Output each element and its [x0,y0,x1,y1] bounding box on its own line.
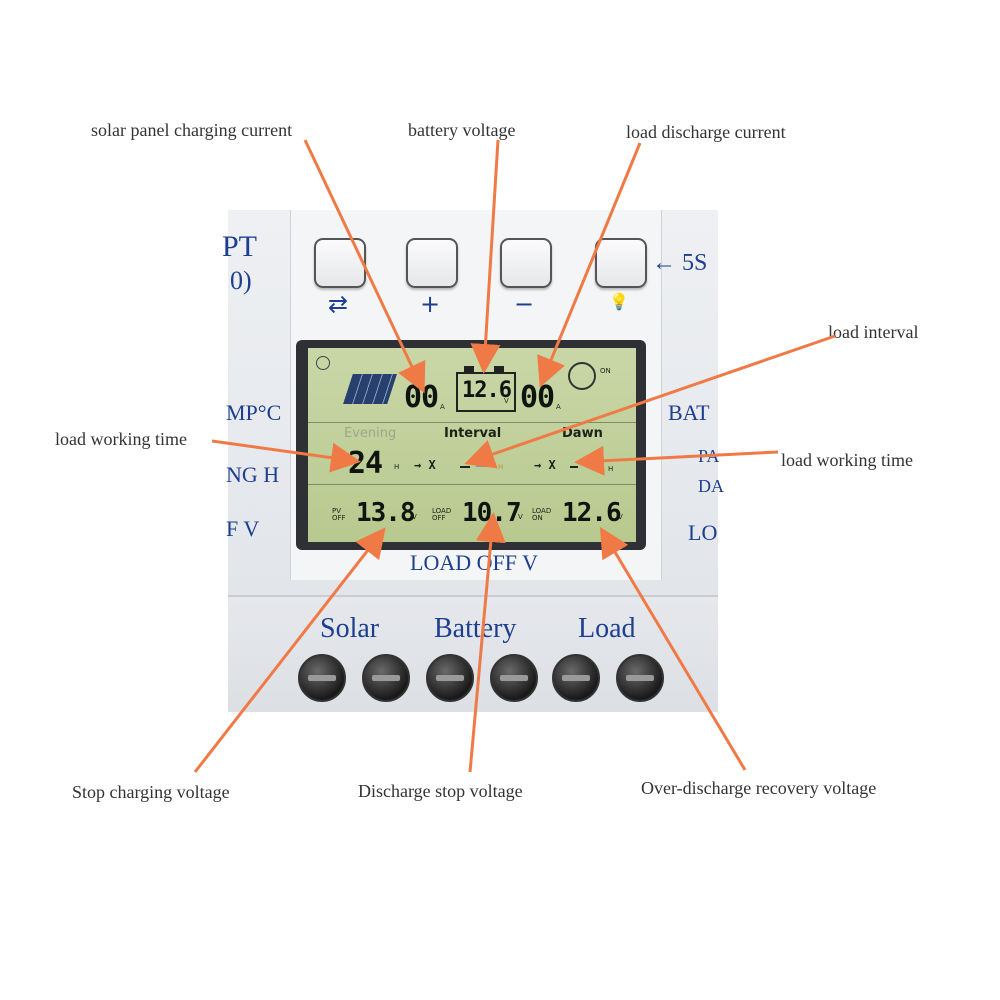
battery-voltage-value: 12.6 [462,378,512,403]
dawn-x-mark: → X [534,458,556,472]
pv-off-label: PV OFF [332,507,346,522]
battery-terminal-1 [426,654,474,702]
callout-solar-current: solar panel charging current [91,120,293,140]
arrow-stop-charging [193,527,386,773]
battery-terminal-2 [490,654,538,702]
arrow-load-time-right [574,445,779,476]
hold-hint: ← 5S [652,250,708,276]
light-button[interactable] [595,238,647,288]
side-label-da: DA [698,476,724,496]
solar-terminal-1 [298,654,346,702]
terminal-label-battery: Battery [434,613,517,644]
arrow-load-interval [464,334,836,469]
interval-label: Interval [444,426,502,441]
side-label-temp: MP°C [226,400,282,425]
plus-icon: + [419,290,441,318]
minus-button[interactable] [500,238,552,288]
evening-label: Evening [344,426,397,441]
arrow-recovery [599,526,747,771]
side-label-lo: LO [688,520,718,545]
menu-button[interactable] [314,238,366,288]
load-on-unit: V [618,513,623,521]
callout-load-time-right: load working time [781,450,913,470]
terminal-label-load: Load [578,613,636,644]
arrow-load-current [537,142,642,388]
side-label-hours: NG H [226,462,280,487]
load-off-caption: LOAD OFF V [410,550,538,575]
work-hours-unit: H [394,463,400,471]
solar-terminal-2 [362,654,410,702]
load-off-unit: V [518,513,523,521]
dawn-label: Dawn [562,426,603,441]
callout-discharge-stop: Discharge stop voltage [358,781,523,801]
callout-battery-voltage: battery voltage [408,120,516,140]
load-on-value: 12.6 [562,498,622,528]
bulb-icon: 💡 [609,292,629,311]
arrow-battery-voltage [470,139,501,374]
callout-load-interval: load interval [828,322,919,342]
plus-button[interactable] [406,238,458,288]
callout-load-current: load discharge current [626,122,786,142]
callout-recovery: Over-discharge recovery voltage [641,778,877,798]
load-on-label: LOAD ON [532,507,552,522]
arrow-load-time-left [211,439,361,473]
side-label-volts: F V [226,516,260,541]
load-on-indicator: ON [600,367,611,375]
sun-icon [316,356,330,370]
terminal-label-solar: Solar [320,613,380,644]
pv-off-value: 13.8 [356,498,416,528]
load-terminal-1 [552,654,600,702]
load-current-unit: A [556,403,561,411]
pv-off-unit: V [412,513,417,521]
dawn-hours-unit: H [608,465,614,473]
load-off-label: LOAD OFF [432,507,452,522]
load-terminal-2 [616,654,664,702]
model-sub-label: 0) [230,266,252,295]
callout-stop-charging: Stop charging voltage [72,782,230,802]
arrow-discharge-stop [468,512,506,773]
model-label: PT [222,230,258,263]
arrow-solar-current [303,139,426,394]
dawn-dash [570,466,578,468]
switch-arrows-icon: ⇄ [327,290,349,318]
callout-load-time-left: load working time [55,429,187,449]
charge-controller: PT 0) MP°C NG H F V BAT PA DA LO ← 5S ⇄ … [222,210,724,712]
side-label-bat: BAT [668,400,710,425]
interval-hours-unit: H [498,463,504,471]
battery-voltage-unit: V [504,397,509,405]
solar-current-unit: A [440,403,445,411]
lightbulb-icon [568,362,596,390]
interval-x-mark: → X [414,458,436,472]
minus-icon: − [513,290,535,318]
